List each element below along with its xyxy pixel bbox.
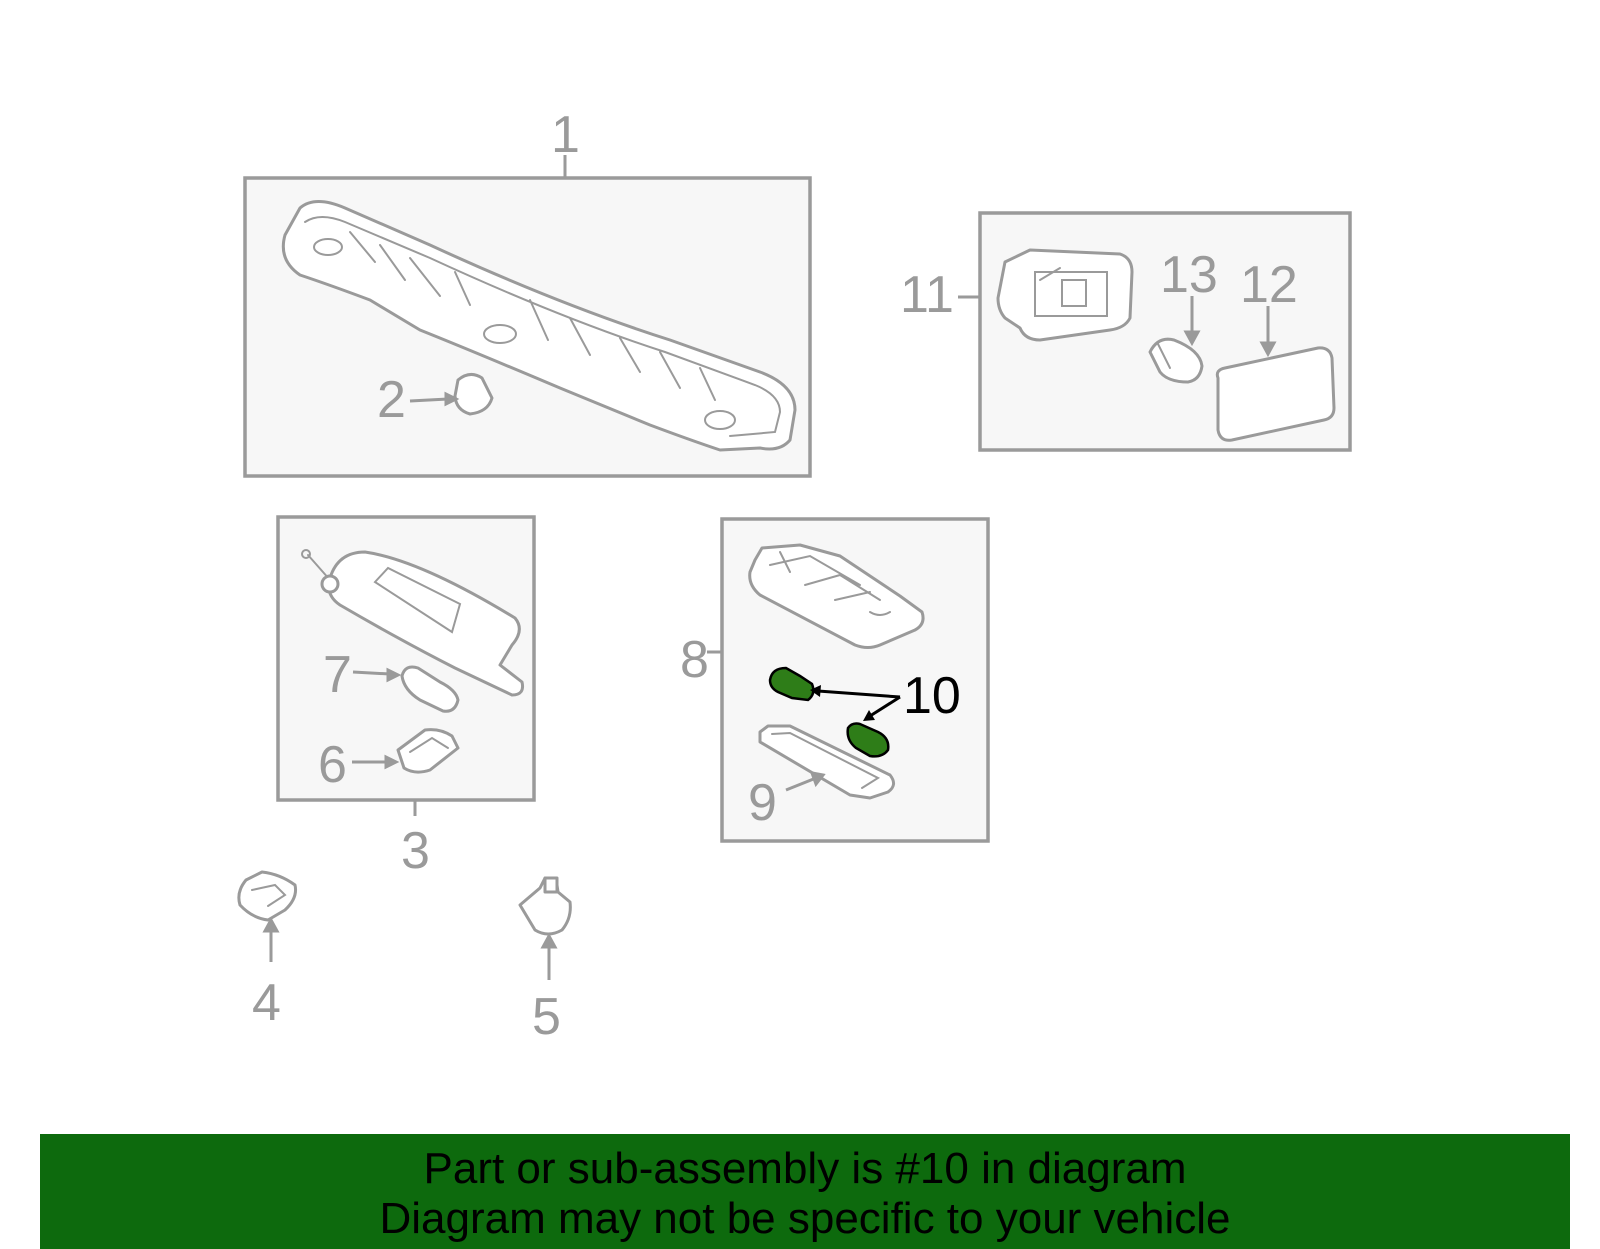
callout-13-label[interactable]: 13 xyxy=(1160,246,1218,304)
visor-holder-6-part[interactable] xyxy=(396,728,460,774)
assembly-8-group: 8 9 10 xyxy=(680,517,990,843)
callout-11-label[interactable]: 11 xyxy=(900,266,954,324)
callout-9-leader xyxy=(785,776,817,792)
banner-line-2: Diagram may not be specific to your vehi… xyxy=(379,1194,1231,1243)
callout-2-label[interactable]: 2 xyxy=(377,371,406,429)
courtesy-lamp-lens-9-part[interactable] xyxy=(758,724,895,800)
bulb-13-base xyxy=(1149,343,1171,373)
callout-12-label[interactable]: 12 xyxy=(1240,256,1298,314)
callout-4-arrowhead xyxy=(262,916,280,933)
callout-7-leader xyxy=(352,670,391,676)
callout-7-arrowhead xyxy=(386,667,402,683)
roof-bracket-part[interactable] xyxy=(281,200,797,452)
part-4-group: 4 xyxy=(237,870,297,1032)
bracket-hole-mid xyxy=(483,324,517,344)
courtesy-lamp-housing-part[interactable] xyxy=(748,543,925,649)
info-banner: Part or sub-assembly is #10 in diagram D… xyxy=(40,1134,1570,1249)
callout-5-label[interactable]: 5 xyxy=(532,988,561,1046)
callout-7-label[interactable]: 7 xyxy=(323,646,352,704)
clip-4-part[interactable] xyxy=(237,870,297,922)
callout-2-arrowhead xyxy=(444,391,460,407)
callout-10-leader-upper xyxy=(817,689,901,699)
assembly-11-group: 11 13 12 xyxy=(900,211,1352,452)
callout-2-leader xyxy=(409,397,449,403)
callout-1-label[interactable]: 1 xyxy=(551,106,580,164)
assembly-1-group: 1 2 xyxy=(243,106,812,478)
callout-10-arrowhead-upper xyxy=(810,685,821,697)
callout-4-label[interactable]: 4 xyxy=(252,974,281,1032)
callout-8-label[interactable]: 8 xyxy=(680,631,709,689)
visor-holder-6-detail xyxy=(409,736,449,753)
visor-clip-7-part[interactable] xyxy=(400,665,460,713)
callout-6-label[interactable]: 6 xyxy=(318,736,347,794)
bulb-10-lower-part[interactable] xyxy=(846,722,890,758)
callout-13-arrowhead xyxy=(1183,330,1201,347)
bracket-hole-left xyxy=(313,238,343,256)
clip-4-detail xyxy=(251,883,287,907)
sun-visor-mirror xyxy=(373,566,462,634)
courtesy-lamp-housing-detail xyxy=(769,551,891,616)
callout-6-arrowhead xyxy=(384,754,400,770)
callout-10-arrowhead-lower xyxy=(863,710,875,721)
assembly-3-group: 3 7 6 xyxy=(276,515,536,880)
sun-visor-pivot xyxy=(320,574,340,594)
lens-12-part[interactable] xyxy=(1215,346,1336,442)
banner-line-1: Part or sub-assembly is #10 in diagram xyxy=(423,1144,1187,1193)
lamp-housing-part[interactable] xyxy=(996,248,1134,342)
courtesy-lamp-lens-9-inner xyxy=(771,731,881,789)
callout-5-arrowhead xyxy=(540,932,558,949)
callout-9-arrowhead xyxy=(809,771,826,788)
roof-bracket-inner-edge xyxy=(304,216,782,437)
bulb-13-part[interactable] xyxy=(1148,337,1204,384)
clip-2-part[interactable] xyxy=(453,373,494,416)
lamp-housing-switch xyxy=(1039,267,1087,307)
callout-12-arrowhead xyxy=(1259,341,1277,358)
callout-10-label[interactable]: 10 xyxy=(903,667,961,725)
lamp-housing-window xyxy=(1034,271,1108,317)
callout-3-label[interactable]: 3 xyxy=(401,822,430,880)
callout-10-leader-lower xyxy=(869,695,901,718)
callout-9-label[interactable]: 9 xyxy=(748,774,777,832)
bracket-hole-right xyxy=(704,410,736,430)
sun-visor-rod-end xyxy=(301,549,311,559)
sun-visor-part[interactable] xyxy=(327,550,524,697)
clip-5-stud xyxy=(543,876,559,894)
highlighted-part-10[interactable] xyxy=(768,666,890,758)
part-5-group: 5 xyxy=(518,876,572,1046)
bulb-10-upper-part[interactable] xyxy=(768,666,815,702)
bracket-ribs xyxy=(349,231,716,401)
